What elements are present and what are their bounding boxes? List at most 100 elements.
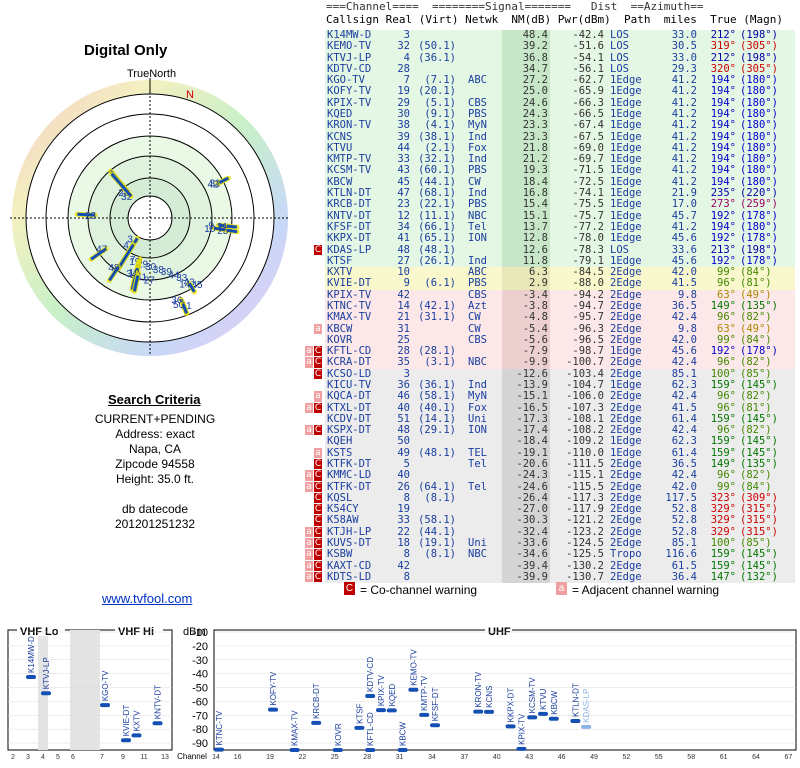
cell-pwr: -98.7 [553, 345, 604, 357]
cell-net: Fox [468, 142, 498, 154]
polar-plot: 2832234734487192930383944334345341241271… [0, 78, 300, 378]
cell-virt: (58.1) [414, 514, 456, 526]
cell-cs: KSPX-DT [327, 424, 385, 436]
co-channel-warning: C [314, 572, 322, 582]
polar-title: Digital Only [84, 42, 167, 59]
cell-path: 1Edge [610, 447, 650, 459]
cell-path: LOS [610, 63, 650, 75]
cell-az: 159° [702, 379, 736, 391]
cell-dist: 42.4 [655, 469, 697, 481]
cell-az: 159° [702, 447, 736, 459]
channel-bar-group: KEMO-TV [408, 649, 418, 692]
cell-nm: 19.3 [502, 164, 548, 176]
cell-real: 30 [388, 108, 410, 120]
cell-virt: (64.1) [414, 481, 456, 493]
cell-nm: 39.2 [502, 40, 548, 52]
cell-virt: (7.1) [414, 74, 456, 86]
cell-real: 21 [388, 311, 410, 323]
cell-nm: 34.7 [502, 63, 548, 75]
tvfool-link[interactable]: www.tvfool.com [102, 591, 192, 606]
cell-mag: (315°) [740, 514, 790, 526]
cell-virt: (29.1) [414, 424, 456, 436]
cell-virt: (44.1) [414, 176, 456, 188]
channel-bar [290, 748, 300, 752]
cell-nm: 2.9 [502, 277, 548, 289]
cell-az: 99° [702, 481, 736, 493]
cell-pwr: -117.9 [553, 503, 604, 515]
cell-real: 51 [388, 413, 410, 425]
cell-real: 48 [388, 244, 410, 256]
cell-real: 14 [388, 300, 410, 312]
cell-path: LOS [610, 244, 650, 256]
channel-bar-group: KGO-TV [100, 670, 110, 707]
cell-real: 28 [388, 63, 410, 75]
cell-dist: 41.2 [655, 221, 697, 233]
cell-real: 50 [388, 435, 410, 447]
channel-bar-label: KCSM-TV [528, 677, 537, 714]
cell-mag: (132°) [740, 571, 790, 583]
cell-dist: 9.8 [655, 323, 697, 335]
channel-bar-group: KOFY-TV [268, 671, 278, 712]
cell-net: Uni [468, 537, 498, 549]
cell-net: NBC [468, 548, 498, 560]
cell-virt: (8.1) [414, 548, 456, 560]
adjacent-channel-warning: a [305, 470, 313, 480]
cell-net: ION [468, 232, 498, 244]
cell-pwr: -94.7 [553, 300, 604, 312]
cell-pwr: -67.4 [553, 119, 604, 131]
cell-pwr: -69.0 [553, 142, 604, 154]
cell-az: 96° [702, 277, 736, 289]
cell-real: 32 [388, 40, 410, 52]
cell-dist: 9.8 [655, 289, 697, 301]
y-tick-label: -50 [192, 683, 208, 695]
cell-pwr: -121.2 [553, 514, 604, 526]
cell-az: 147° [702, 571, 736, 583]
cell-virt: (19.1) [414, 537, 456, 549]
cell-dist: 45.6 [655, 255, 697, 267]
criteria-line: Napa, CA [60, 442, 250, 457]
cell-mag: (198°) [740, 29, 790, 41]
cell-pwr: -75.5 [553, 198, 604, 210]
cell-dist: 41.2 [655, 142, 697, 154]
cell-nm: -3.8 [502, 300, 548, 312]
cell-az: 194° [702, 164, 736, 176]
channel-bar-label: KDAS-LP [582, 689, 591, 723]
adjacent-channel-warning: a [305, 549, 313, 559]
cell-mag: (135°) [740, 458, 790, 470]
channel-bar-group: KPIX-TV [516, 713, 526, 751]
cell-nm: 24.6 [502, 97, 548, 109]
cell-az: 96° [702, 402, 736, 414]
cell-cs: KCRA-DT [327, 356, 385, 368]
cell-virt: (2.1) [414, 142, 456, 154]
cell-real: 41 [388, 232, 410, 244]
cell-virt: (50.1) [414, 40, 456, 52]
cell-mag: (84°) [740, 266, 790, 278]
cell-real: 3 [388, 29, 410, 41]
cell-nm: 11.8 [502, 255, 548, 267]
cell-net: Tel [468, 458, 498, 470]
cell-path: 1Edge [610, 164, 650, 176]
cell-pwr: -78.0 [553, 232, 604, 244]
adjacent-channel-warning: a [305, 357, 313, 367]
adjacent-channel-warning: a [305, 527, 313, 537]
cell-dist: 33.6 [655, 244, 697, 256]
cell-cs: KKPX-DT [327, 232, 385, 244]
cell-nm: -16.5 [502, 402, 548, 414]
cell-cs: K14MW-D [327, 29, 385, 41]
cell-dist: 61.4 [655, 413, 697, 425]
cell-cs: KDAS-LP [327, 244, 385, 256]
cell-real: 38 [388, 119, 410, 131]
cell-path: 1Edge [610, 176, 650, 188]
cell-net: CBS [468, 97, 498, 109]
cell-mag: (305°) [740, 40, 790, 52]
cell-cs: KTFK-DT [327, 458, 385, 470]
co-channel-warning: C [314, 504, 322, 514]
cell-nm: -15.1 [502, 390, 548, 402]
polar-station-label: 4 [123, 241, 129, 252]
cell-az: 212° [702, 29, 736, 41]
cell-path: 1Edge [610, 108, 650, 120]
cell-cs: KDTS-LD [327, 571, 385, 583]
y-tick-label: -40 [192, 669, 208, 681]
cell-mag: (180°) [740, 176, 790, 188]
cell-az: 96° [702, 424, 736, 436]
